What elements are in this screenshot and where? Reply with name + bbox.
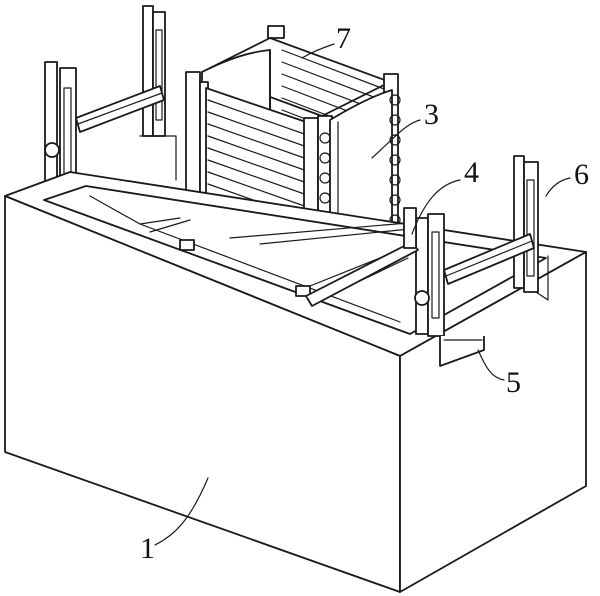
right-guide-post-assembly (414, 155, 549, 367)
label-tank: 1 (140, 532, 155, 565)
reference-labels: 7 3 4 6 5 1 (140, 22, 589, 565)
label-rack-frame: 7 (336, 22, 351, 55)
label-guide-post: 6 (574, 158, 589, 191)
left-guide-post-assembly (44, 5, 177, 201)
label-inner-plate: 3 (424, 98, 439, 131)
label-lift-frame: 5 (506, 366, 521, 399)
label-slide-bar: 4 (464, 156, 479, 189)
tank-body (4, 171, 587, 593)
slide-bar (305, 207, 419, 307)
leader-lines (154, 43, 571, 546)
